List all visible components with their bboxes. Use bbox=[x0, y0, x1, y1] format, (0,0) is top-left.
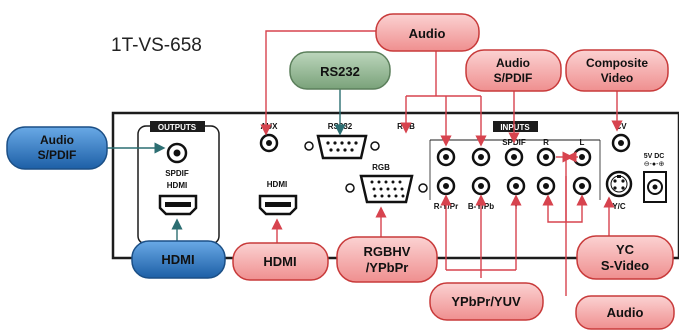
rs232-port bbox=[316, 134, 368, 160]
svg-text:RGBHV: RGBHV bbox=[364, 244, 411, 259]
callout-hdmi-out: HDMI bbox=[131, 240, 226, 279]
spdif-out-jack bbox=[166, 142, 188, 164]
aux-jack bbox=[259, 133, 279, 153]
label-l: L bbox=[580, 138, 585, 147]
svg-text:YC: YC bbox=[616, 242, 635, 257]
label-spdif-in: SPDIF bbox=[502, 138, 526, 147]
dc-power-jack: ⊖-●-⊕ bbox=[643, 161, 667, 203]
callout-yc-svideo: YC S-Video bbox=[576, 235, 674, 280]
hdmi-out-port bbox=[158, 194, 198, 216]
callout-ypbpr-yuv: YPbPr/YUV bbox=[429, 282, 544, 321]
callout-audio-bottom: Audio bbox=[575, 295, 675, 330]
pb-jack bbox=[471, 176, 491, 196]
label-yc: Y/C bbox=[612, 202, 626, 211]
rgb-v-jack bbox=[471, 147, 491, 167]
label-aux: AUX bbox=[261, 122, 279, 131]
dc-polarity-icon: ⊖-●-⊕ bbox=[644, 161, 665, 168]
audio-r-jack-1 bbox=[536, 147, 556, 167]
cv-jack bbox=[611, 133, 631, 153]
model-title: 1T-VS-658 bbox=[111, 35, 202, 56]
svg-text:Audio: Audio bbox=[409, 26, 446, 41]
label-spdif-out: SPDIF bbox=[165, 169, 189, 178]
svg-text:Audio: Audio bbox=[607, 305, 644, 320]
svg-text:YPbPr/YUV: YPbPr/YUV bbox=[451, 294, 521, 309]
label-r: R bbox=[543, 138, 549, 147]
svg-text:HDMI: HDMI bbox=[161, 252, 194, 267]
svg-text:S/PDIF: S/PDIF bbox=[38, 148, 77, 162]
label-hdmi-out-section: HDMI bbox=[167, 181, 187, 190]
svg-text:HDMI: HDMI bbox=[263, 254, 296, 269]
callout-audio-spdif-in: Audio S/PDIF bbox=[465, 49, 562, 92]
callout-audio-top: Audio bbox=[375, 13, 480, 52]
hdmi-in-port bbox=[258, 194, 298, 216]
callout-audio-spdif-out: Audio S/PDIF bbox=[6, 126, 108, 170]
svg-text:Composite: Composite bbox=[586, 56, 648, 70]
svg-text:S-Video: S-Video bbox=[601, 258, 649, 273]
label-dc: 5V DC bbox=[644, 153, 665, 160]
svg-text:Audio: Audio bbox=[40, 133, 74, 147]
outputs-title: OUTPUTS bbox=[158, 123, 197, 132]
label-rgb-vga: RGB bbox=[372, 163, 390, 172]
svg-text:Audio: Audio bbox=[496, 56, 530, 70]
svg-text:Video: Video bbox=[601, 71, 633, 85]
audio-r-jack-2 bbox=[536, 176, 556, 196]
label-hdmi-out: HDMI bbox=[267, 180, 287, 189]
pr-jack bbox=[436, 176, 456, 196]
rgb-h-jack bbox=[436, 147, 456, 167]
screw-hole bbox=[370, 141, 380, 151]
vga-port bbox=[359, 174, 414, 204]
svg-text:RS232: RS232 bbox=[320, 64, 360, 79]
svideo-port bbox=[605, 170, 633, 198]
callout-rgbhv-ypbpr: RGBHV /YPbPr bbox=[336, 236, 438, 283]
inputs-title: INPUTS bbox=[500, 123, 530, 132]
spdif-in-jack bbox=[504, 147, 524, 167]
connection-lines bbox=[106, 30, 623, 296]
screw-hole bbox=[304, 141, 314, 151]
y-jack bbox=[506, 176, 526, 196]
screw-hole bbox=[345, 183, 355, 193]
screw-hole bbox=[418, 183, 428, 193]
callout-rs232: RS232 bbox=[289, 51, 391, 90]
callout-hdmi-in: HDMI bbox=[232, 242, 329, 281]
callout-composite-video: Composite Video bbox=[565, 49, 669, 92]
svg-text:S/PDIF: S/PDIF bbox=[494, 71, 533, 85]
svg-text:/YPbPr: /YPbPr bbox=[366, 260, 409, 275]
audio-l-jack-2 bbox=[572, 176, 592, 196]
